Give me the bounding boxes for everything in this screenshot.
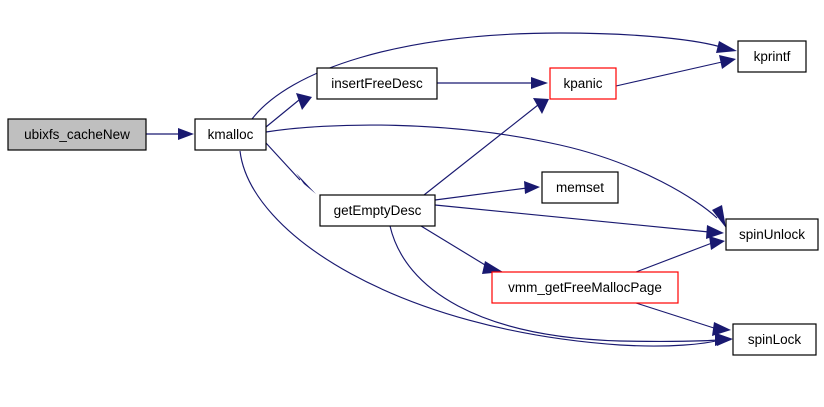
- node-label: spinLock: [748, 332, 802, 347]
- edge-getEmptyDesc-to-spinUnlock: [434, 204, 724, 239]
- edge-line: [389, 225, 719, 342]
- edge-line: [635, 302, 718, 330]
- arrowhead-icon: [533, 98, 549, 114]
- arrowhead-icon: [178, 128, 194, 140]
- node-box[interactable]: [491, 271, 679, 304]
- edge-kmalloc-to-spinUnlock: [265, 124, 726, 228]
- arrowhead-icon: [712, 322, 731, 336]
- edge-line: [434, 204, 710, 233]
- edge-getEmptyDesc-to-memset: [434, 181, 540, 201]
- edge-line: [420, 225, 491, 269]
- node-box[interactable]: [732, 323, 817, 356]
- edge-vmm_getFreeMallocPage-to-spinUnlock: [635, 236, 725, 273]
- node-box[interactable]: [725, 218, 819, 251]
- edge-line: [635, 242, 713, 273]
- arrowhead-icon: [524, 181, 540, 194]
- edge-vmm_getFreeMallocPage-to-spinLock: [635, 302, 731, 336]
- edge-kmalloc-to-getEmptyDesc: [265, 142, 316, 194]
- arrowhead-icon: [531, 77, 548, 89]
- graph-node-vmm_getFreeMallocPage[interactable]: vmm_getFreeMallocPage: [491, 271, 679, 304]
- graph-node-kpanic[interactable]: kpanic: [549, 67, 617, 100]
- node-box[interactable]: [737, 40, 807, 73]
- arrowhead-icon: [715, 334, 731, 346]
- node-label: kmalloc: [208, 127, 254, 142]
- node-label: memset: [556, 180, 604, 195]
- graph-node-kprintf[interactable]: kprintf: [737, 40, 807, 73]
- edge-kmalloc-to-insertFreeDesc: [265, 93, 312, 128]
- graph-node-ubixfs_cacheNew[interactable]: ubixfs_cacheNew: [7, 118, 147, 151]
- arrowhead-icon: [709, 236, 725, 250]
- edge-getEmptyDesc-to-spinLock: [389, 225, 731, 346]
- node-label: getEmptyDesc: [334, 203, 422, 218]
- edge-line: [434, 187, 528, 201]
- nodes-layer: ubixfs_cacheNew kmalloc insertFreeDesc kpan…: [7, 40, 819, 356]
- node-label: kpanic: [563, 76, 602, 91]
- arrowhead-icon: [482, 261, 503, 274]
- node-label: spinUnlock: [739, 227, 805, 242]
- node-box[interactable]: [316, 67, 438, 100]
- arrowhead-icon: [706, 225, 724, 239]
- edge-line: [423, 104, 539, 196]
- edge-line: [239, 150, 721, 347]
- edge-kmalloc-to-kprintf: [251, 32, 737, 120]
- node-label: vmm_getFreeMallocPage: [508, 280, 662, 295]
- graph-node-spinUnlock[interactable]: spinUnlock: [725, 218, 819, 251]
- edge-line: [265, 142, 301, 181]
- node-box[interactable]: [549, 67, 617, 100]
- arrowhead-icon: [296, 93, 312, 110]
- arrowhead-icon: [296, 173, 316, 194]
- edge-getEmptyDesc-to-kpanic: [423, 98, 549, 196]
- edge-line: [265, 99, 300, 128]
- node-label: insertFreeDesc: [331, 76, 423, 91]
- edge-line: [265, 124, 718, 219]
- edge-getEmptyDesc-to-vmm_getFreeMallocPage: [420, 225, 503, 274]
- graph-node-memset[interactable]: memset: [541, 171, 619, 204]
- edge-kpanic-to-kprintf: [615, 55, 736, 87]
- node-box[interactable]: [541, 171, 619, 204]
- node-box[interactable]: [194, 118, 267, 151]
- arrowhead-icon: [716, 41, 737, 53]
- graph-node-insertFreeDesc[interactable]: insertFreeDesc: [316, 67, 438, 100]
- edge-line: [251, 32, 725, 120]
- node-label: kprintf: [754, 49, 791, 64]
- arrowhead-icon: [712, 205, 726, 228]
- edges-layer: [146, 32, 737, 347]
- edge-ubixfs_cacheNew-to-kmalloc: [146, 128, 194, 140]
- graph-node-kmalloc[interactable]: kmalloc: [194, 118, 267, 151]
- node-label: ubixfs_cacheNew: [24, 127, 130, 142]
- graph-node-getEmptyDesc[interactable]: getEmptyDesc: [319, 194, 436, 227]
- arrowhead-icon: [719, 55, 736, 69]
- edge-line: [615, 61, 723, 87]
- node-box[interactable]: [7, 118, 147, 151]
- node-box[interactable]: [319, 194, 436, 227]
- graph-node-spinLock[interactable]: spinLock: [732, 323, 817, 356]
- edge-insertFreeDesc-to-kpanic: [437, 77, 548, 89]
